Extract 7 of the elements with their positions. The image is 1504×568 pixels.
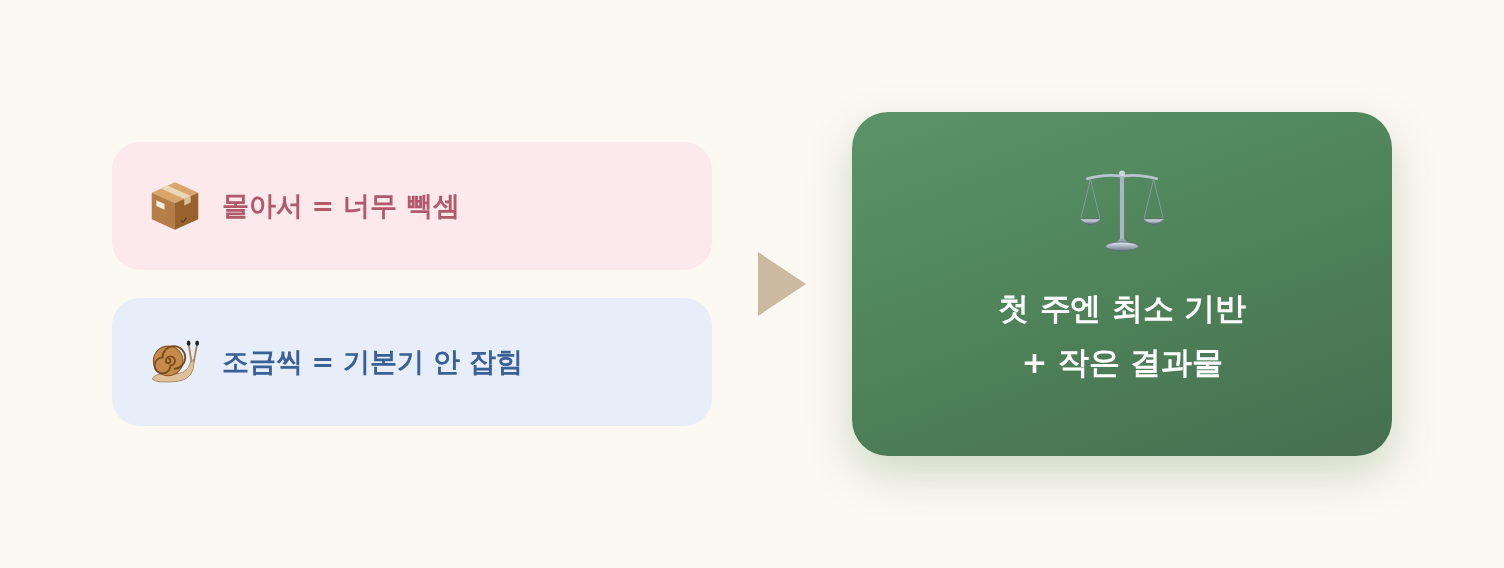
problem-card bbox=[112, 298, 712, 426]
problem-card bbox=[112, 142, 712, 270]
card-text: 조금씩 = 기본기 안 잡힘 bbox=[222, 345, 523, 379]
card-text: 몰아서 = 너무 빽셈 bbox=[222, 189, 460, 223]
card-text: 첫 주엔 최소 기반 + 작은 결과물 bbox=[997, 289, 1247, 382]
arrow bbox=[758, 252, 806, 316]
solution-card bbox=[852, 112, 1392, 456]
